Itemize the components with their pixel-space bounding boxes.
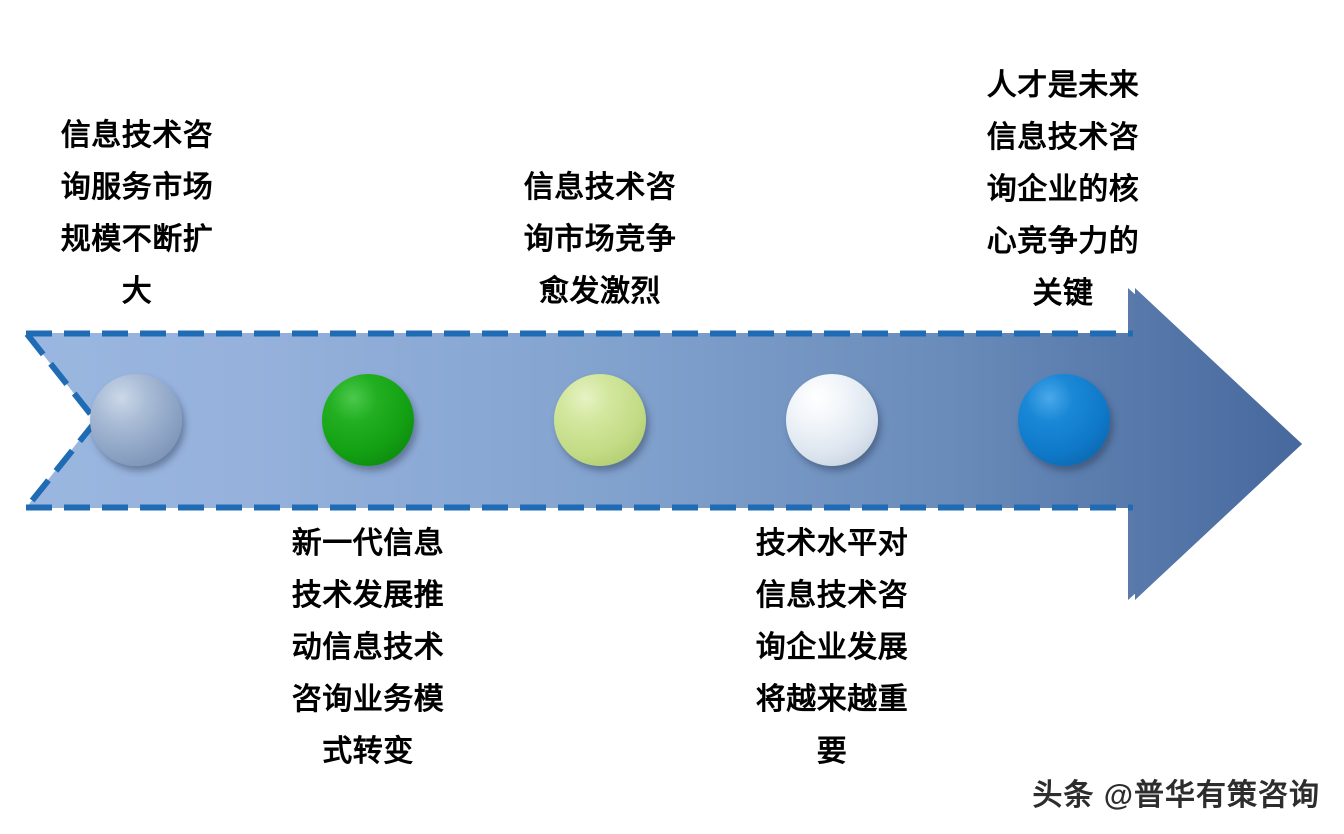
milestone-callout-4: 技术水平对 信息技术咨 询企业发展 将越来越重 要 bbox=[755, 527, 909, 768]
milestone-marker-3[interactable] bbox=[554, 374, 646, 466]
milestone-marker-4[interactable] bbox=[786, 374, 878, 466]
watermark-label: 头条 @普华有策咨询 bbox=[1032, 779, 1320, 812]
arrow-border-tail-bottom bbox=[24, 419, 99, 509]
milestone-marker-5[interactable] bbox=[1018, 374, 1110, 466]
milestone-marker-1[interactable] bbox=[90, 374, 182, 466]
milestone-callout-5: 人才是未来 信息技术咨 询企业的核 心竞争力的 关键 bbox=[986, 69, 1140, 310]
arrow-border-tail-top bbox=[24, 332, 99, 423]
rightward-process-arrow bbox=[24, 288, 1302, 600]
milestone-marker-2[interactable] bbox=[322, 374, 414, 466]
arrow-shaft bbox=[26, 288, 1302, 600]
milestone-callout-1: 信息技术咨 询服务市场 规模不断扩 大 bbox=[60, 119, 214, 308]
milestone-callout-3: 信息技术咨 询市场竞争 愈发激烈 bbox=[523, 171, 677, 308]
milestone-callout-2: 新一代信息 技术发展推 动信息技术 咨询业务模 式转变 bbox=[291, 527, 445, 768]
